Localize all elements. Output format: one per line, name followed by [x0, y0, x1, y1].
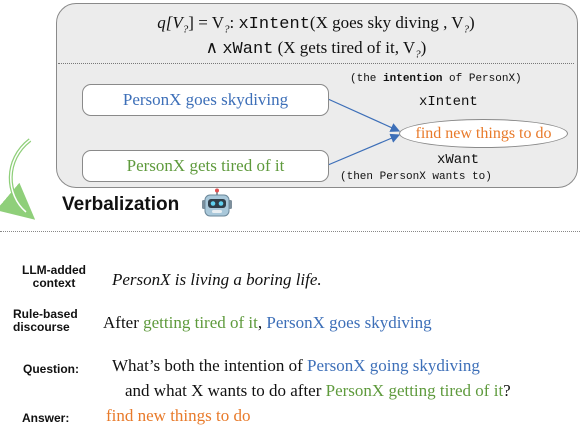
question-line-1: What’s both the intention of PersonX goi… [112, 356, 480, 375]
question-label: Question: [23, 362, 79, 376]
xintent-description: (the intention of PersonX) [350, 73, 522, 85]
answer-text: find new things to do [106, 406, 251, 425]
tail-node: find new things to do [399, 119, 568, 148]
head-node-tired: PersonX gets tired of it [82, 150, 329, 182]
discourse-text: After getting tired of it, PersonX goes … [103, 313, 432, 332]
answer-label: Answer: [22, 411, 70, 425]
edge-xwant [327, 133, 401, 166]
xwant-description: (then PersonX wants to) [340, 171, 492, 183]
relation-xintent: xIntent [419, 94, 478, 110]
discourse-label: Rule-based discourse [13, 307, 78, 334]
section-divider [0, 231, 580, 232]
head-node-skydiving: PersonX goes skydiving [82, 84, 329, 116]
panel-divider [58, 63, 574, 64]
question-line-2: and what X wants to do after PersonX get… [125, 381, 511, 400]
query-line-1: q[V?] = V?: xIntent(X goes sky diving , … [157, 13, 475, 36]
context-text: PersonX is living a boring life. [112, 270, 322, 289]
relation-xwant: xWant [437, 152, 480, 168]
robot-icon [202, 188, 232, 217]
verbalization-title: Verbalization [62, 194, 180, 215]
curved-arrow-icon [0, 138, 36, 220]
edge-xintent [327, 98, 401, 132]
context-label: LLM-added context [22, 263, 86, 290]
query-line-2: ∧ xWant (X gets tired of it, V?) [205, 38, 427, 61]
